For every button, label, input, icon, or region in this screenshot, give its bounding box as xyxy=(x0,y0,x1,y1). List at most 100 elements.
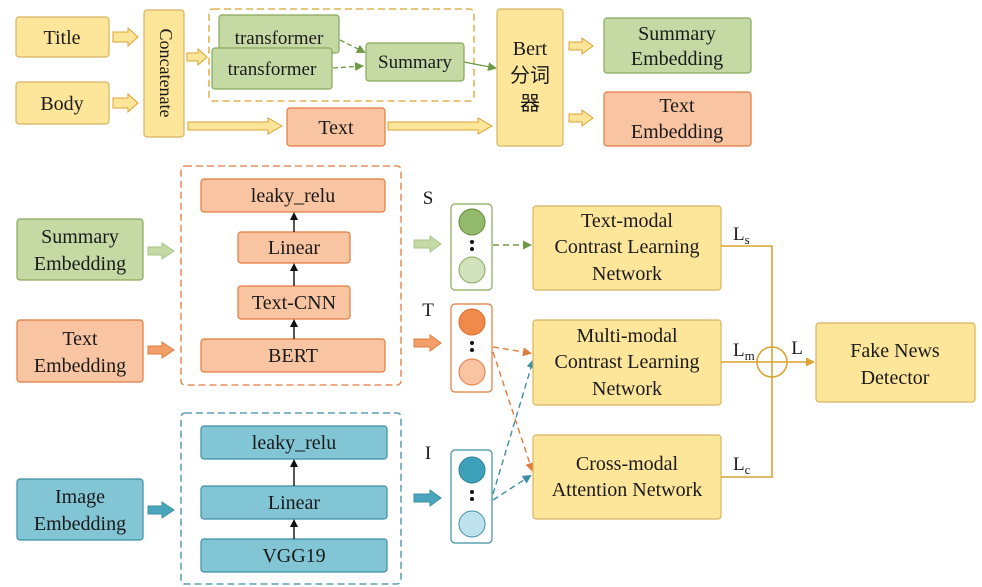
transformer-b-box xyxy=(211,47,333,90)
title-box xyxy=(15,16,110,58)
image-embedding-in-box xyxy=(16,478,144,541)
text-embedding-out-label-1: Text xyxy=(659,95,695,117)
summary-embedding-out-box xyxy=(603,17,752,74)
fake-news-detector-label-2: Detector xyxy=(861,367,930,389)
transformer-a-to-summary-arrow xyxy=(339,39,366,53)
multi-modal-network-label-3: Network xyxy=(592,378,662,400)
label-t: T xyxy=(422,300,434,321)
text-embedding-in-label-1: Text xyxy=(62,328,98,350)
text-box xyxy=(286,107,386,147)
image-encoder: leaky_relu Linear VGG19 xyxy=(180,412,402,585)
text-modal-network-label-3: Network xyxy=(592,263,662,285)
s-vector-bottom xyxy=(458,256,486,284)
text-to-bert-arrow xyxy=(387,117,494,135)
title-to-concat-arrow xyxy=(112,26,139,48)
preprocess-section: Title Body Concatenate transformer trans… xyxy=(15,8,752,147)
text-bert-label: BERT xyxy=(268,345,318,367)
text-modal-network-box xyxy=(532,205,722,291)
t-vector-bottom xyxy=(458,358,486,386)
image-embedding-in-label-1: Image xyxy=(55,486,105,508)
cross-modal-network-label-2: Attention Network xyxy=(552,479,703,501)
summary-embedding-out-label-1: Summary xyxy=(638,23,716,45)
label-s: S xyxy=(423,188,434,209)
text-modal-network-label-1: Text-modal xyxy=(581,210,673,232)
body-to-concat-arrow xyxy=(112,92,139,114)
t-vector-dot-2 xyxy=(470,348,474,352)
summary-label: Summary xyxy=(378,52,452,73)
transformer-a-label: transformer xyxy=(235,28,324,49)
i-vector-dot-2 xyxy=(470,497,474,501)
text-embedding-in-box xyxy=(16,319,144,383)
i-vector-dot-1 xyxy=(470,490,474,494)
summary-embedding-in-label-1: Summary xyxy=(41,226,119,248)
concat-to-transformer-arrow xyxy=(186,47,208,67)
bert-tokenizer-box xyxy=(496,8,564,147)
multi-modal-network-label-1: Multi-modal xyxy=(576,325,678,347)
text-bert-box xyxy=(200,338,386,373)
loss-s-label: Ls xyxy=(733,224,750,247)
loss-aggregation: Ls Lm Lc L Fake News Detector xyxy=(721,224,976,478)
s-vector-top xyxy=(458,208,486,236)
bert-to-text-embedding-arrow xyxy=(568,109,594,127)
bert-to-summary-embedding-arrow xyxy=(568,37,594,55)
loss-c-line xyxy=(721,377,773,478)
loss-m-label: Lm xyxy=(733,340,755,363)
fake-news-detector-label-1: Fake News xyxy=(850,340,940,362)
s-vector-dot-1 xyxy=(470,240,474,244)
concatenate-box xyxy=(143,9,185,138)
t-to-multi-modal-arrow xyxy=(492,346,532,357)
t-to-cross-modal-arrow xyxy=(492,351,535,472)
title-label: Title xyxy=(43,27,80,49)
summary-to-bert-arrow xyxy=(463,61,497,72)
t-vector-top xyxy=(458,308,486,336)
loss-c-label: Lc xyxy=(733,454,751,477)
text-embedding-to-encoder-arrow xyxy=(147,341,175,359)
bert-tokenizer-label-1: Bert xyxy=(513,38,548,60)
s-vector-dot-2 xyxy=(470,247,474,251)
feature-vectors: S T I xyxy=(413,188,536,544)
concatenate-label: Concatenate xyxy=(156,29,176,118)
cross-modal-network-label-1: Cross-modal xyxy=(576,453,679,475)
summary-embedding-in-box xyxy=(16,218,144,281)
i-vector-bottom xyxy=(458,510,486,538)
input-embeddings: Summary Embedding Text Embedding Image E… xyxy=(16,218,175,541)
t-feature-arrow xyxy=(413,334,442,352)
transformer-b-label: transformer xyxy=(228,59,317,80)
i-vector-top xyxy=(458,456,486,484)
text-linear-label: Linear xyxy=(268,237,321,259)
text-embedding-in-label-2: Embedding xyxy=(34,355,126,377)
image-embedding-in-label-2: Embedding xyxy=(34,513,126,535)
text-leaky-relu-label: leaky_relu xyxy=(251,185,335,207)
image-embedding-to-encoder-arrow xyxy=(147,501,175,519)
text-label: Text xyxy=(318,117,354,139)
i-to-cross-modal-arrow xyxy=(492,474,532,501)
summary-embedding-to-encoder-arrow xyxy=(147,242,175,260)
image-linear-label: Linear xyxy=(268,492,321,514)
label-i: I xyxy=(425,443,431,464)
loss-total-label: L xyxy=(791,338,803,359)
body-box xyxy=(15,81,110,125)
i-to-multi-modal-arrow xyxy=(492,359,536,495)
i-feature-arrow xyxy=(413,489,442,507)
t-vector-dot-1 xyxy=(470,341,474,345)
text-cnn-label: Text-CNN xyxy=(252,292,336,314)
summary-embedding-in-label-2: Embedding xyxy=(34,253,126,275)
image-vgg19-label: VGG19 xyxy=(262,545,325,567)
text-encoder-frame xyxy=(180,165,402,386)
s-feature-arrow xyxy=(413,235,442,253)
summary-embedding-out-label-2: Embedding xyxy=(631,48,723,70)
transformer-b-to-summary-arrow xyxy=(332,61,364,71)
image-encoder-frame xyxy=(180,412,402,585)
cross-modal-network-box xyxy=(532,434,722,520)
fake-news-detector-box xyxy=(815,322,976,403)
image-leaky-relu-label: leaky_relu xyxy=(252,432,336,454)
text-modal-network-label-2: Contrast Learning xyxy=(555,236,700,258)
networks: Text-modal Contrast Learning Network Mul… xyxy=(532,205,722,520)
bert-tokenizer-label-2: 分词 xyxy=(510,63,550,87)
concat-to-text-arrow xyxy=(187,117,284,135)
text-embedding-out-box xyxy=(603,91,752,147)
bert-tokenizer-label-3: 器 xyxy=(520,91,540,115)
text-embedding-out-label-2: Embedding xyxy=(631,121,723,143)
body-label: Body xyxy=(40,93,83,115)
